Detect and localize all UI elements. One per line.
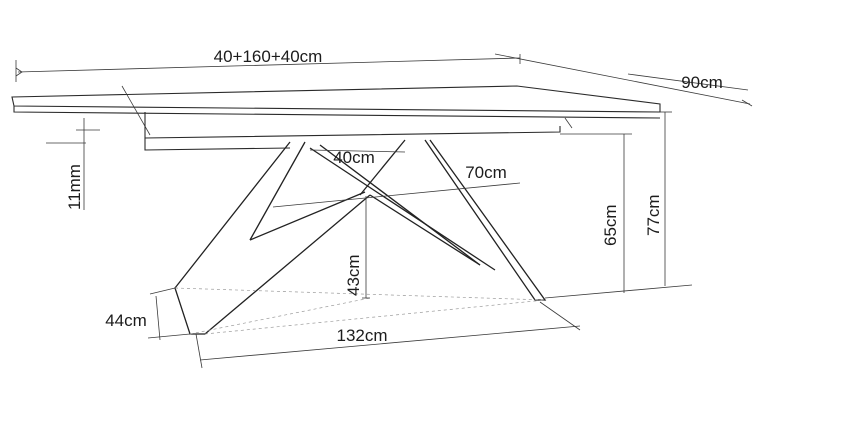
table-apron bbox=[144, 126, 561, 139]
table-top bbox=[11, 85, 661, 151]
dim-leg-height: 65cm bbox=[544, 133, 693, 299]
frame-cross-diagonal-inner bbox=[319, 144, 481, 266]
floor-guide-back bbox=[189, 297, 371, 335]
frame-right-upper bbox=[359, 139, 406, 196]
total-length-label: 40+160+40cm bbox=[214, 47, 323, 66]
apron-left-side bbox=[144, 112, 291, 151]
dim-frame-span: 70cm bbox=[272, 163, 521, 208]
extension-seam-right bbox=[564, 117, 573, 129]
extension-width-label: 40cm bbox=[333, 148, 375, 167]
table-top-front-edge bbox=[13, 106, 661, 119]
dim-top-thickness: 11mm bbox=[46, 118, 100, 210]
dim-total-height: 77cm bbox=[644, 111, 672, 286]
foot-length-label: 132cm bbox=[336, 326, 387, 345]
frame-left-leg-inner bbox=[249, 141, 306, 241]
frame-cross-diagonal bbox=[309, 147, 496, 271]
frame-span-label: 70cm bbox=[465, 163, 507, 182]
floor-guide-diagonal bbox=[204, 299, 546, 335]
frame-height-label: 43cm bbox=[344, 254, 363, 296]
floor-guides bbox=[174, 287, 546, 335]
top-thickness-label: 11mm bbox=[65, 164, 84, 210]
frame-inner-link bbox=[369, 194, 481, 266]
dim-total-length: 40+160+40cm bbox=[15, 47, 521, 82]
frame-right-leg bbox=[424, 139, 547, 301]
dim-extension-width: 40cm bbox=[309, 148, 406, 167]
table-top-surface bbox=[11, 85, 661, 113]
frame-cross-left bbox=[249, 191, 366, 241]
extension-seam-left bbox=[121, 85, 151, 136]
leg-height-label: 65cm bbox=[601, 204, 620, 246]
floor-guide-front bbox=[174, 287, 546, 301]
dim-frame-height: 43cm bbox=[344, 196, 370, 299]
total-height-label: 77cm bbox=[644, 194, 663, 236]
dim-foot-depth: 44cm bbox=[105, 287, 191, 341]
dim-foot-length: 132cm bbox=[195, 301, 581, 369]
foot-depth-label: 44cm bbox=[105, 311, 147, 330]
dim-depth: 90cm bbox=[494, 53, 753, 107]
frame-left-leg bbox=[174, 141, 371, 335]
table-frame bbox=[174, 139, 547, 335]
depth-label: 90cm bbox=[681, 73, 723, 92]
